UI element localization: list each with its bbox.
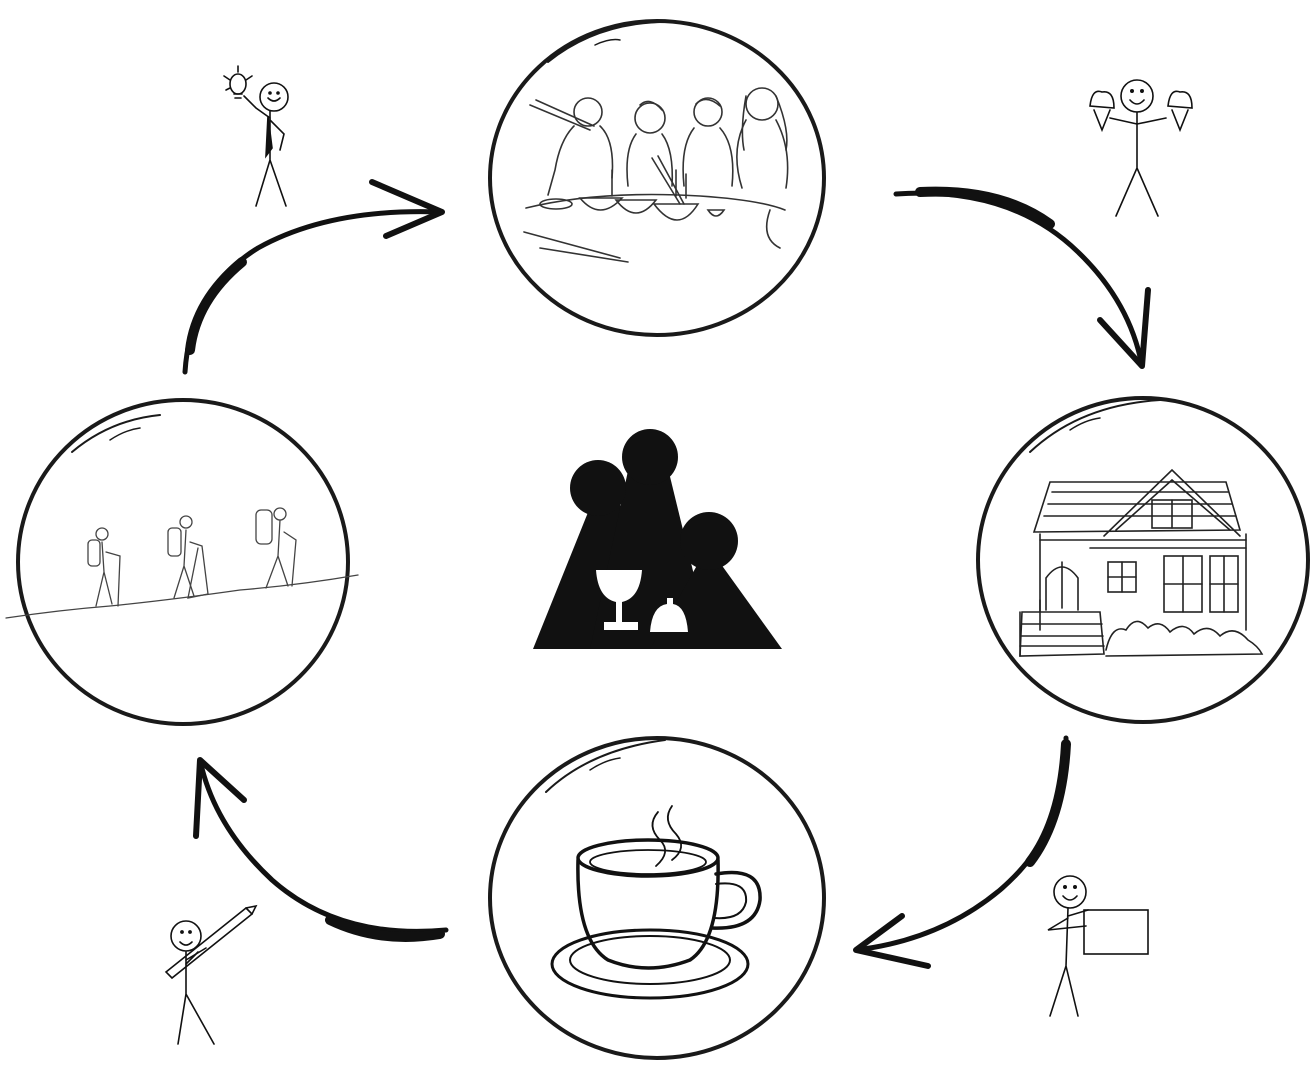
mountains-wine-glass-dish-logo	[533, 429, 782, 649]
group-dining-sketch	[523, 87, 789, 263]
arrow-house-to-coffee	[853, 735, 1071, 969]
stick-figure-ice-cream-icon	[1089, 79, 1193, 217]
arrow-coffee-to-hiking	[193, 757, 449, 942]
arrow-dining-to-house	[893, 186, 1151, 369]
node-dining	[488, 19, 826, 337]
arrow-hiking-to-dining	[182, 179, 445, 375]
node-house	[976, 396, 1310, 724]
node-coffee	[488, 736, 826, 1060]
stick-figure-lightbulb-icon	[223, 65, 289, 207]
stick-figure-pencil-icon	[164, 904, 258, 1045]
coffee-cup-sketch	[550, 805, 762, 1000]
stick-figure-holding-sign-icon	[1047, 875, 1149, 1017]
house-sketch	[1019, 468, 1264, 657]
node-hiking	[5, 398, 359, 726]
hikers-sketch	[5, 507, 359, 619]
